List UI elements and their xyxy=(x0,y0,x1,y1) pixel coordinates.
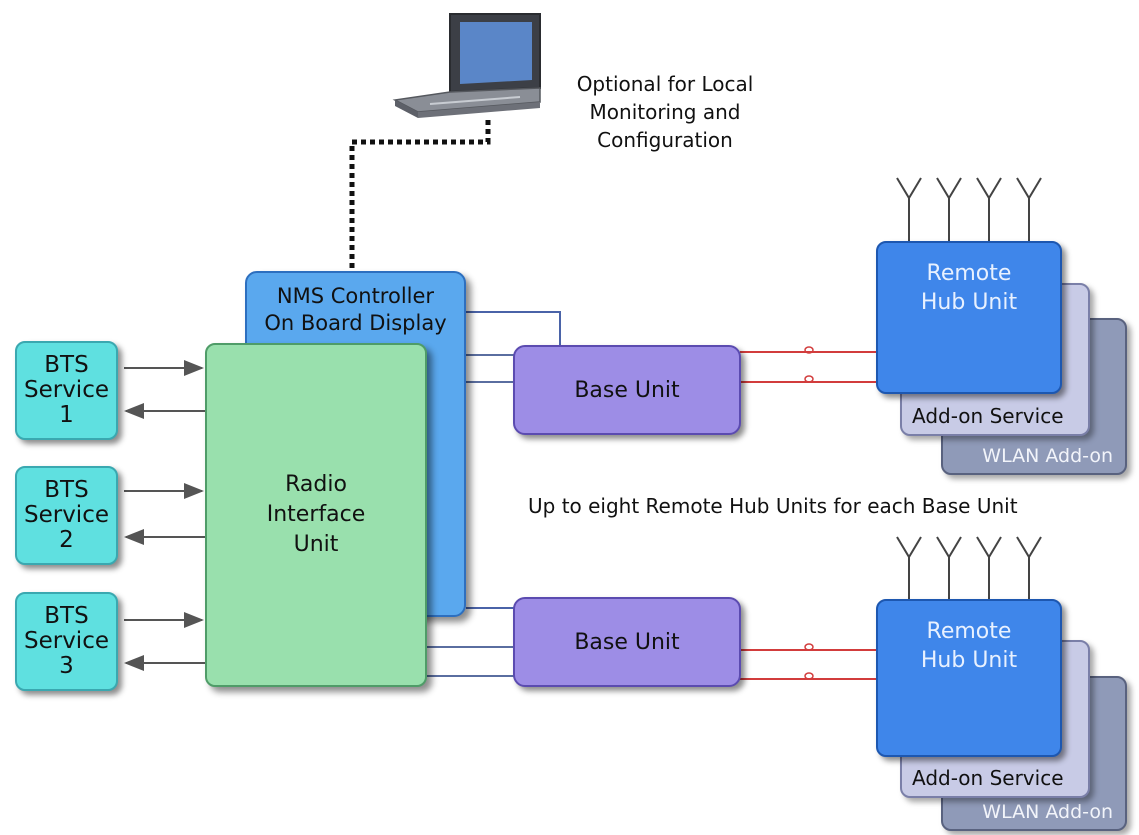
antenna-icon xyxy=(896,177,922,242)
caption: Up to eight Remote Hub Units for each Ba… xyxy=(528,494,1018,518)
antenna-icon xyxy=(936,536,962,600)
fiber-connector-1a xyxy=(804,346,814,354)
fiber-connector-1b xyxy=(804,375,814,383)
laptop-note: Optional for Local Monitoring and Config… xyxy=(576,72,754,152)
laptop-icon xyxy=(392,13,541,118)
antenna-icon xyxy=(1016,536,1042,600)
hub2-antennas xyxy=(896,536,1042,600)
remote-hub-unit-2[interactable]: Remote Hub Unit xyxy=(876,599,1062,757)
local-monitoring-link xyxy=(349,120,491,278)
nms-controller-label: NMS Controller On Board Display xyxy=(264,284,447,335)
fiber-connector-2a xyxy=(804,643,814,651)
bts-service-2[interactable]: BTS Service 2 xyxy=(15,466,118,565)
base-unit-1[interactable]: Base Unit xyxy=(513,345,741,435)
remote-hub-unit-1[interactable]: Remote Hub Unit xyxy=(876,241,1062,394)
antenna-icon xyxy=(1016,177,1042,242)
fiber-connector-2b xyxy=(804,672,814,680)
antenna-icon xyxy=(976,177,1002,242)
antenna-icon xyxy=(936,177,962,242)
antenna-icon xyxy=(976,536,1002,600)
hub1-antennas xyxy=(896,177,1042,242)
nms-base1-link xyxy=(466,311,561,345)
bts-service-3[interactable]: BTS Service 3 xyxy=(15,592,118,691)
base-unit-2[interactable]: Base Unit xyxy=(513,597,741,687)
radio-interface-unit[interactable]: Radio Interface Unit xyxy=(205,343,427,687)
antenna-icon xyxy=(896,536,922,600)
bts-service-1[interactable]: BTS Service 1 xyxy=(15,341,118,440)
